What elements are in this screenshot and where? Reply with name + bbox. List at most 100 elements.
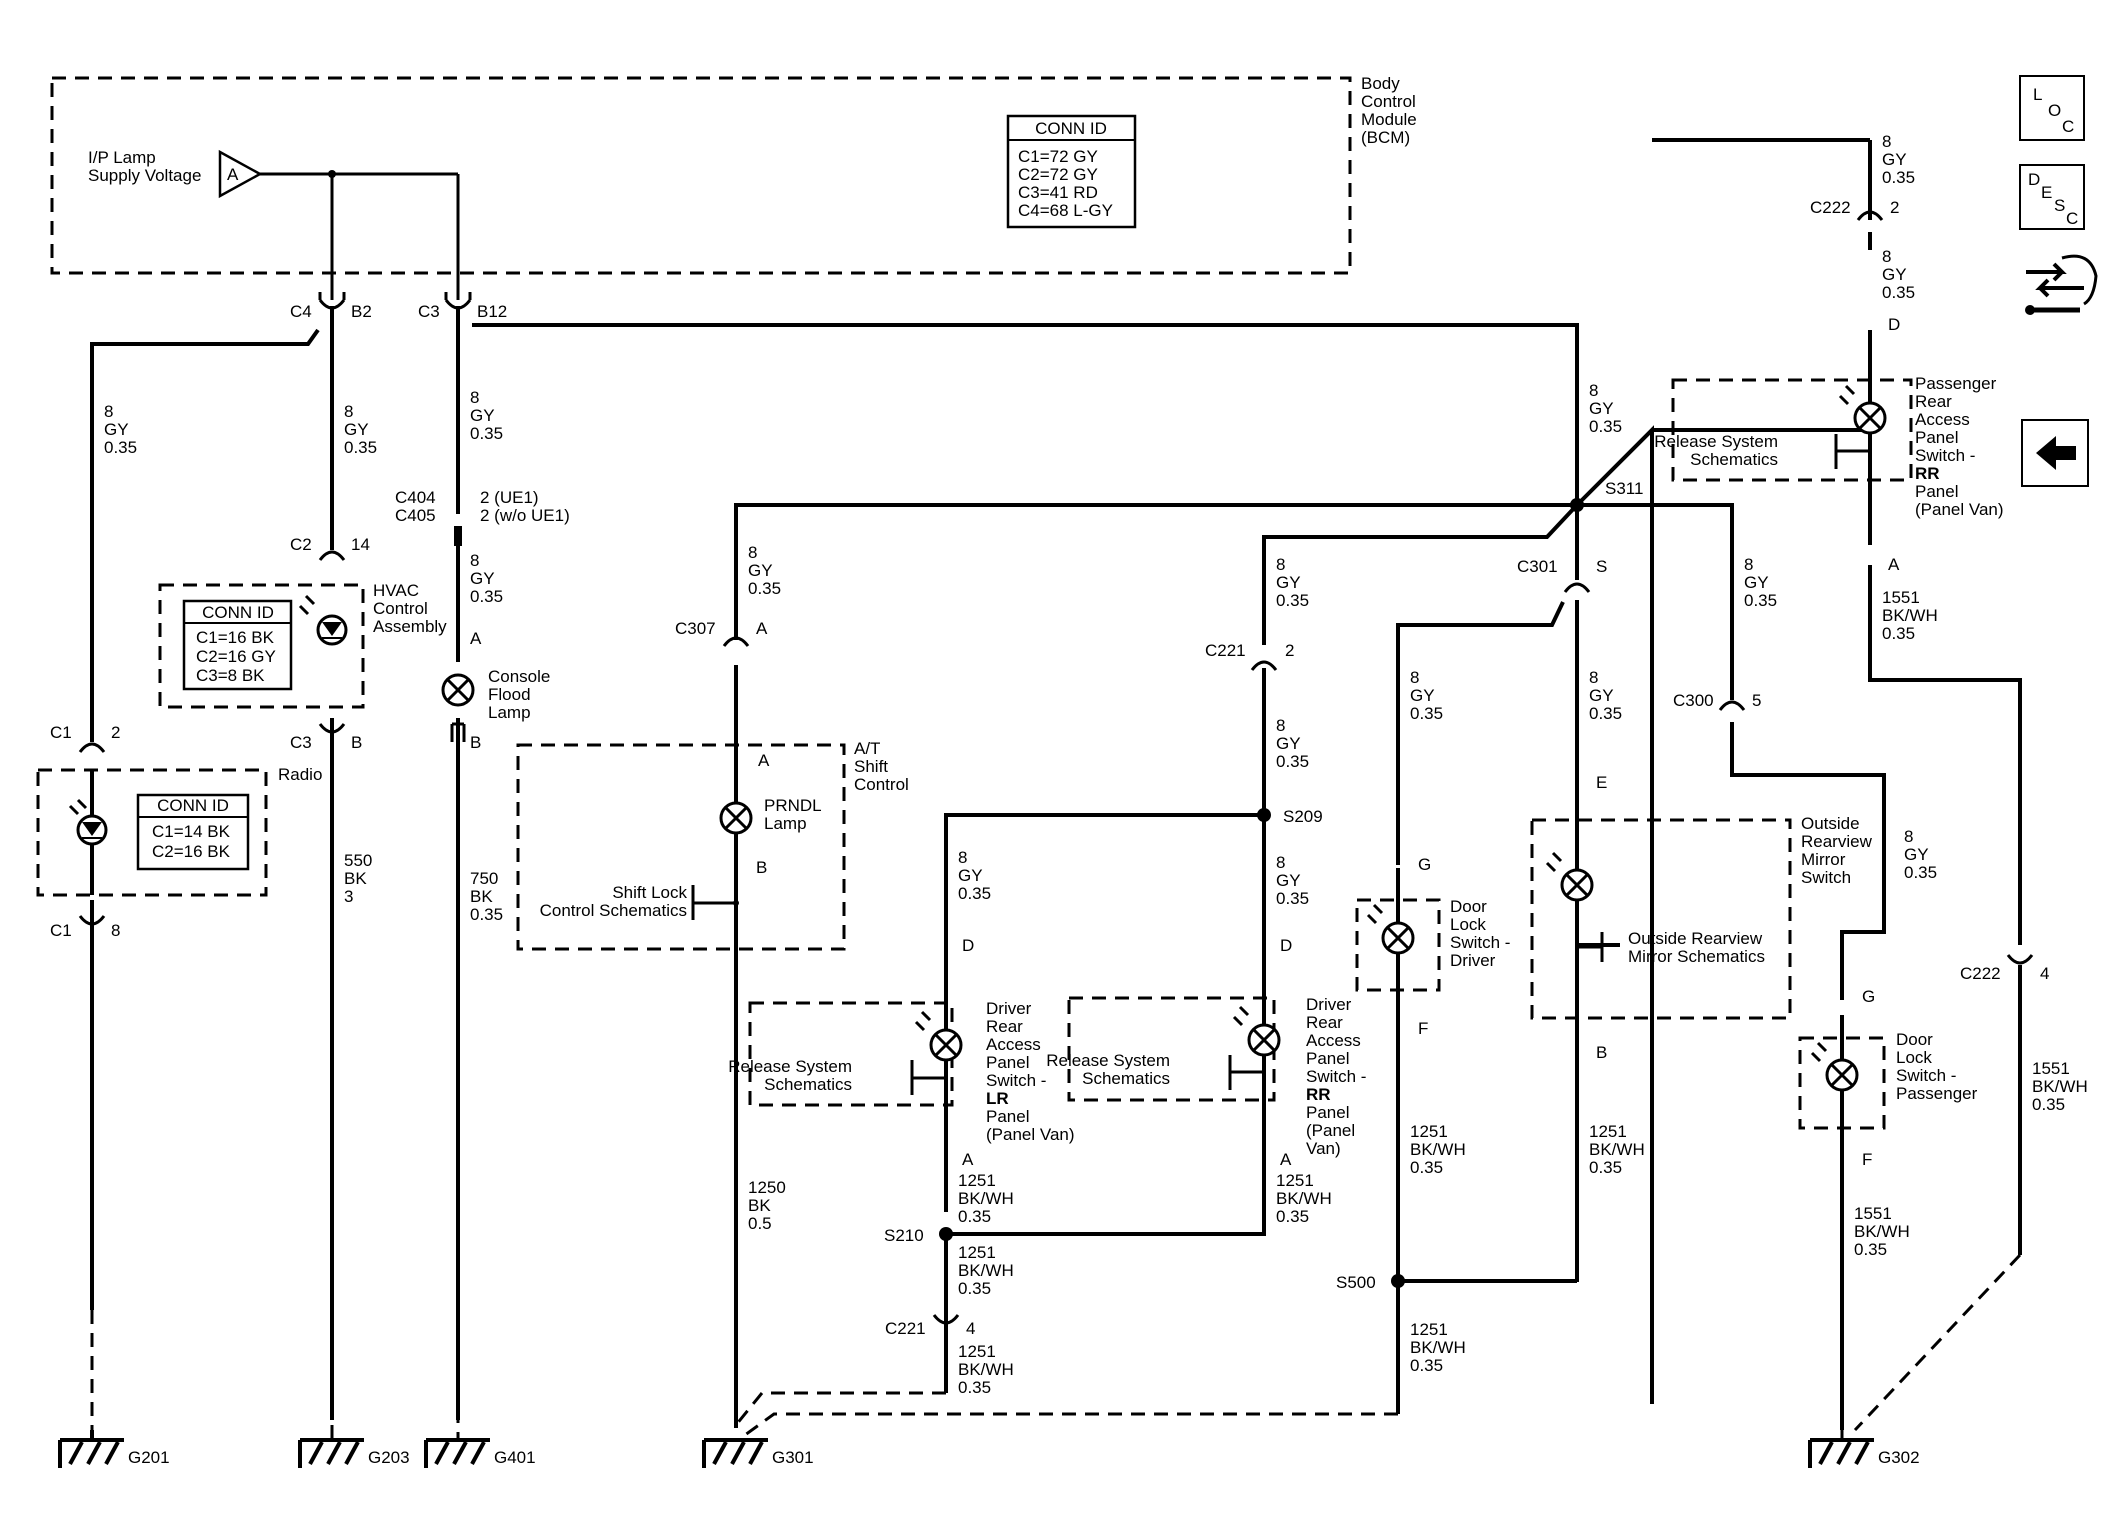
svg-text:550: 550 bbox=[344, 851, 372, 870]
splices: S311 S209 S210 S500 bbox=[884, 479, 1643, 1292]
svg-text:CONN ID: CONN ID bbox=[157, 796, 229, 815]
svg-text:RR: RR bbox=[1915, 464, 1940, 483]
svg-text:B2: B2 bbox=[351, 302, 372, 321]
svg-text:750: 750 bbox=[470, 869, 498, 888]
svg-text:Shift Lock: Shift Lock bbox=[612, 883, 687, 902]
svg-text:A: A bbox=[1888, 555, 1900, 574]
svg-text:B: B bbox=[1596, 1043, 1607, 1062]
at-shift-control: A/T Shift Control PRNDL Lamp A B Shift L… bbox=[516, 739, 909, 951]
svg-text:8: 8 bbox=[1589, 381, 1598, 400]
svg-text:BK/WH: BK/WH bbox=[1882, 606, 1938, 625]
svg-text:G: G bbox=[1862, 987, 1875, 1006]
svg-text:0.35: 0.35 bbox=[748, 579, 781, 598]
svg-text:C3: C3 bbox=[418, 302, 440, 321]
svg-text:G201: G201 bbox=[128, 1448, 170, 1467]
svg-text:0.35: 0.35 bbox=[1276, 1207, 1309, 1226]
ground-g203: G203 bbox=[298, 1438, 410, 1468]
svg-text:8: 8 bbox=[1904, 827, 1913, 846]
release-ref-3: Release System Schematics bbox=[1654, 432, 1870, 469]
svg-text:S500: S500 bbox=[1336, 1273, 1376, 1292]
svg-text:Passenger: Passenger bbox=[1915, 374, 1997, 393]
loc-icon[interactable]: L O C bbox=[2019, 75, 2085, 141]
svg-text:0.35: 0.35 bbox=[1410, 1158, 1443, 1177]
led-icon bbox=[68, 798, 108, 846]
svg-text:Switch -: Switch - bbox=[1450, 933, 1510, 952]
hvac-label: HVAC Control Assembly bbox=[373, 581, 447, 636]
svg-text:1251: 1251 bbox=[958, 1342, 996, 1361]
svg-text:A/T: A/T bbox=[854, 739, 880, 758]
svg-text:Panel: Panel bbox=[986, 1053, 1029, 1072]
svg-text:0.35: 0.35 bbox=[1410, 1356, 1443, 1375]
svg-text:Lock: Lock bbox=[1896, 1048, 1932, 1067]
ground-dashed-wires bbox=[90, 1180, 2022, 1440]
svg-text:Outside: Outside bbox=[1801, 814, 1860, 833]
desc-icon[interactable]: D E S C bbox=[2019, 164, 2085, 230]
svg-text:1551: 1551 bbox=[1854, 1204, 1892, 1223]
svg-text:GY: GY bbox=[470, 406, 495, 425]
svg-text:0.35: 0.35 bbox=[958, 1207, 991, 1226]
svg-text:0.35: 0.35 bbox=[1589, 417, 1622, 436]
svg-text:C2=16 GY: C2=16 GY bbox=[196, 647, 276, 666]
svg-text:E: E bbox=[1596, 773, 1607, 792]
radio-module: Radio CONN ID C1=14 BK C2=16 BK bbox=[36, 765, 322, 897]
svg-text:8: 8 bbox=[1276, 716, 1285, 735]
svg-text:I/P Lamp: I/P Lamp bbox=[88, 148, 156, 167]
svg-text:A: A bbox=[756, 619, 768, 638]
svg-text:BK/WH: BK/WH bbox=[1276, 1189, 1332, 1208]
connector-c3-b-hvac: C3 B bbox=[290, 723, 362, 752]
svg-text:C4=68 L-GY: C4=68 L-GY bbox=[1018, 201, 1113, 220]
svg-text:G: G bbox=[1418, 855, 1431, 874]
console-flood-lamp: A B Console Flood Lamp bbox=[441, 629, 550, 752]
svg-text:Lamp: Lamp bbox=[488, 703, 531, 722]
svg-text:Control: Control bbox=[1361, 92, 1416, 111]
lamp-icon bbox=[1232, 1005, 1281, 1057]
svg-text:8: 8 bbox=[958, 848, 967, 867]
svg-text:BK/WH: BK/WH bbox=[958, 1189, 1014, 1208]
svg-text:0.35: 0.35 bbox=[1882, 283, 1915, 302]
svg-text:A: A bbox=[1280, 1150, 1292, 1169]
bcm-module-outline bbox=[50, 76, 1352, 275]
ground-g201: G201 bbox=[58, 1430, 170, 1468]
door-lock-switch-driver: G F Door Lock Switch - Driver bbox=[1355, 855, 1510, 1038]
svg-text:Lamp: Lamp bbox=[764, 814, 807, 833]
svg-text:4: 4 bbox=[966, 1319, 975, 1338]
passenger-rear-access-switch-rr: D A Release System Schematics Passenger … bbox=[1654, 315, 2003, 574]
back-arrow-icon[interactable] bbox=[2021, 419, 2089, 487]
lamp-icon bbox=[1545, 851, 1594, 902]
svg-text:(BCM): (BCM) bbox=[1361, 128, 1410, 147]
svg-text:S: S bbox=[1596, 557, 1607, 576]
svg-text:Passenger: Passenger bbox=[1896, 1084, 1978, 1103]
svg-text:1251: 1251 bbox=[1589, 1122, 1627, 1141]
svg-text:Supply Voltage: Supply Voltage bbox=[88, 166, 201, 185]
svg-text:GY: GY bbox=[1589, 399, 1614, 418]
svg-text:8: 8 bbox=[1882, 247, 1891, 266]
svg-text:A: A bbox=[470, 629, 482, 648]
ground-g401: G401 bbox=[424, 1438, 536, 1468]
svg-text:0.35: 0.35 bbox=[1882, 168, 1915, 187]
connector-end-view-icon[interactable] bbox=[2025, 254, 2098, 315]
svg-text:D: D bbox=[962, 936, 974, 955]
svg-text:C3=41 RD: C3=41 RD bbox=[1018, 183, 1098, 202]
svg-text:S311: S311 bbox=[1605, 479, 1643, 498]
svg-text:8: 8 bbox=[1276, 853, 1285, 872]
svg-text:0.35: 0.35 bbox=[1904, 863, 1937, 882]
svg-text:0.35: 0.35 bbox=[470, 587, 503, 606]
svg-text:F: F bbox=[1862, 1150, 1872, 1169]
splice-s311 bbox=[1570, 498, 1584, 512]
svg-text:GY: GY bbox=[1882, 150, 1907, 169]
svg-text:0.35: 0.35 bbox=[958, 1279, 991, 1298]
svg-text:Body: Body bbox=[1361, 74, 1400, 93]
splice-s209 bbox=[1257, 808, 1271, 822]
svg-text:1251: 1251 bbox=[958, 1171, 996, 1190]
svg-text:GY: GY bbox=[344, 420, 369, 439]
svg-text:Access: Access bbox=[1915, 410, 1970, 429]
